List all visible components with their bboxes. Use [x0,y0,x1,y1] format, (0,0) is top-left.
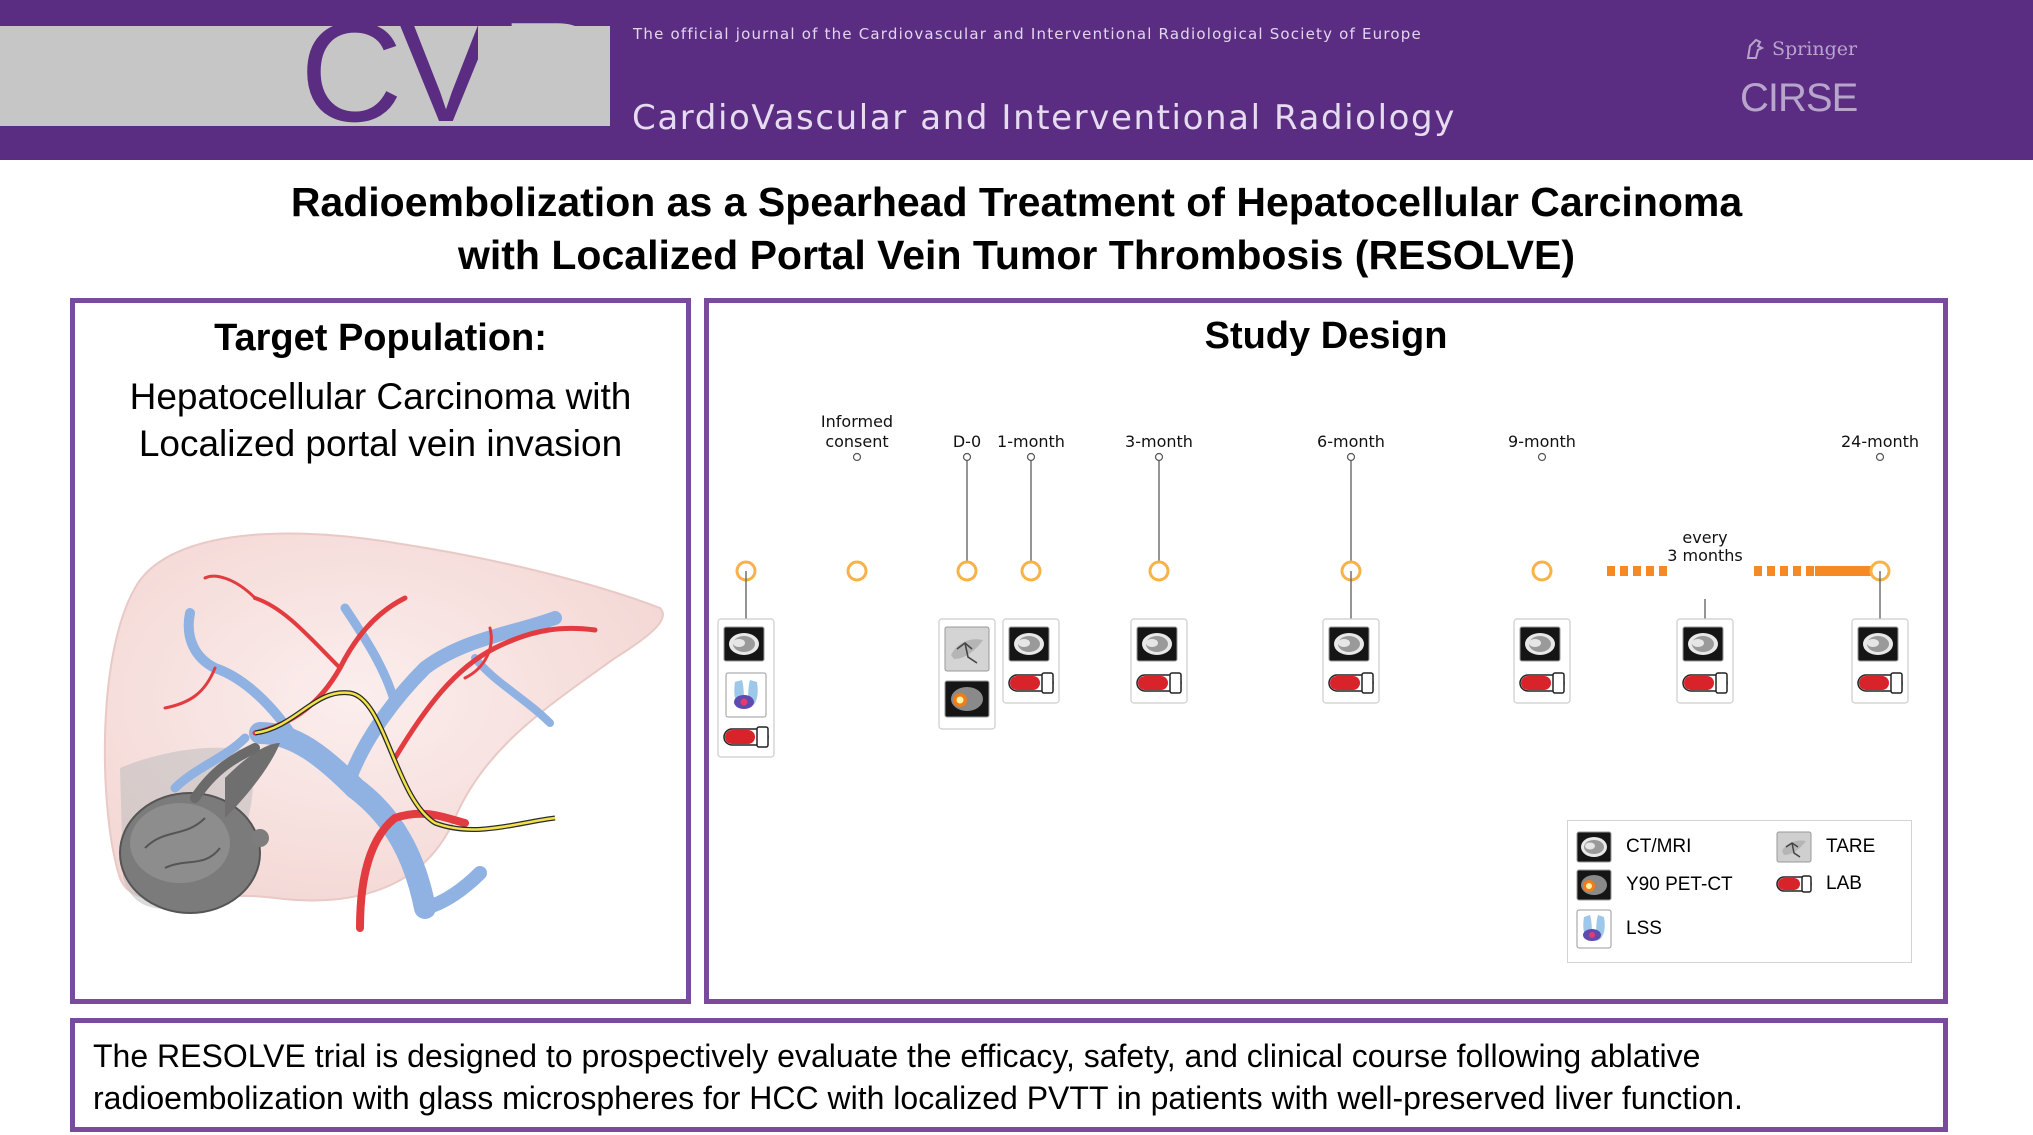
journal-logo-i [478,26,498,126]
ct-mri-icon [1682,626,1724,662]
milestone-label: every [1682,528,1727,547]
ct-mri-icon [1136,626,1178,662]
ct-mri-icon [1576,831,1612,863]
summary-line-2: radioembolization with glass microsphere… [93,1080,1743,1116]
timeline-milestone: D-0 [938,432,996,730]
milestone-label: consent [825,432,888,451]
timeline-node [1148,560,1170,582]
ct-mri-icon [1857,626,1899,662]
header-grey-bar [0,26,610,126]
milestone-tick [852,452,862,462]
summary-line-1: The RESOLVE trial is designed to prospec… [93,1038,1701,1074]
lab-icon [1682,672,1728,694]
timeline-milestone: 24-month [1841,432,1919,704]
milestone-label: D-0 [953,432,981,451]
timeline-node [1531,560,1553,582]
legend-y90-label: Y90 PET-CT [1626,874,1733,895]
milestone-label: 1-month [997,432,1065,451]
milestone-tick [962,452,972,462]
milestone-label: 3-month [1125,432,1193,451]
journal-name: CardioVascular and Interventional Radiol… [632,98,1456,138]
journal-logo-r: R [500,0,603,152]
legend: CT/MRI Y90 PET-CT LSS TARE LAB [1567,820,1912,963]
timeline-node [846,560,868,582]
lab-icon [1519,672,1565,694]
official-journal-line: The official journal of the Cardiovascul… [633,25,1422,43]
legend-lss: LSS [1576,909,1662,949]
lab-icon [1857,672,1903,694]
legend-lab: LAB [1776,873,1862,895]
milestone-label: 6-month [1317,432,1385,451]
target-population-panel: Target Population: Hepatocellular Carcin… [70,298,691,1004]
legend-ct-mri: CT/MRI [1576,831,1691,863]
study-design-heading: Study Design [1204,315,1448,357]
target-population-line-1: Hepatocellular Carcinoma with [129,376,632,417]
tare-icon [944,626,990,672]
cirse-logo: CIRSE [1740,76,1858,120]
milestone-tick [1537,452,1547,462]
milestone-tick [1875,452,1885,462]
legend-ct-mri-label: CT/MRI [1626,836,1692,857]
y90-pet-ct-icon [944,680,990,718]
timeline-node [956,560,978,582]
timeline-milestone: 6-month [1317,432,1385,704]
lab-icon [1776,875,1812,893]
milestone-label: 3 months [1667,546,1743,565]
timeline-milestone: 3-month [1125,432,1193,704]
ct-mri-icon [1328,626,1370,662]
legend-tare-label: TARE [1826,836,1876,857]
legend-y90: Y90 PET-CT [1576,869,1733,901]
title-line-1: Radioembolization as a Spearhead Treatme… [290,179,1743,225]
ct-mri-icon [1008,626,1050,662]
journal-header: CV R The official journal of the Cardiov… [0,0,2033,160]
springer-logo: Springer [1772,38,1858,60]
timeline-milestone [717,560,775,758]
liver-illustration [103,532,664,932]
y90-pet-ct-icon [1576,869,1612,901]
legend-tare: TARE [1776,831,1875,863]
lab-icon [1008,672,1054,694]
timeline-node [1020,560,1042,582]
milestone-label: 9-month [1508,432,1576,451]
milestone-tick [1026,452,1036,462]
legend-lss-label: LSS [1626,918,1662,939]
summary-panel: The RESOLVE trial is designed to prospec… [70,1018,1948,1132]
timeline-milestone: 1-month [997,432,1065,704]
milestone-label: Informed [821,412,893,431]
milestone-tick [1346,452,1356,462]
legend-lab-label: LAB [1826,873,1862,894]
target-population-line-2: Localized portal vein invasion [138,423,623,464]
journal-logo-cv: CV [300,0,493,152]
springer-horse-icon [1746,38,1765,59]
target-population-description: Hepatocellular Carcinoma with Localized … [75,373,686,467]
lab-icon [1328,672,1374,694]
lab-icon [1136,672,1182,694]
lss-icon [1576,909,1612,949]
tare-icon [1776,831,1812,863]
page-title: Radioembolization as a Spearhead Treatme… [0,176,2033,282]
target-population-heading: Target Population: [214,317,547,359]
timeline-milestone: 9-month [1508,432,1576,704]
ct-mri-icon [723,626,765,662]
lab-icon [723,726,769,748]
summary-text: The RESOLVE trial is designed to prospec… [93,1035,1743,1119]
milestone-label: 24-month [1841,432,1919,451]
ct-mri-icon [1519,626,1561,662]
title-line-2: with Localized Portal Vein Tumor Thrombo… [458,232,1575,278]
milestone-tick [1154,452,1164,462]
lss-icon [725,672,767,718]
